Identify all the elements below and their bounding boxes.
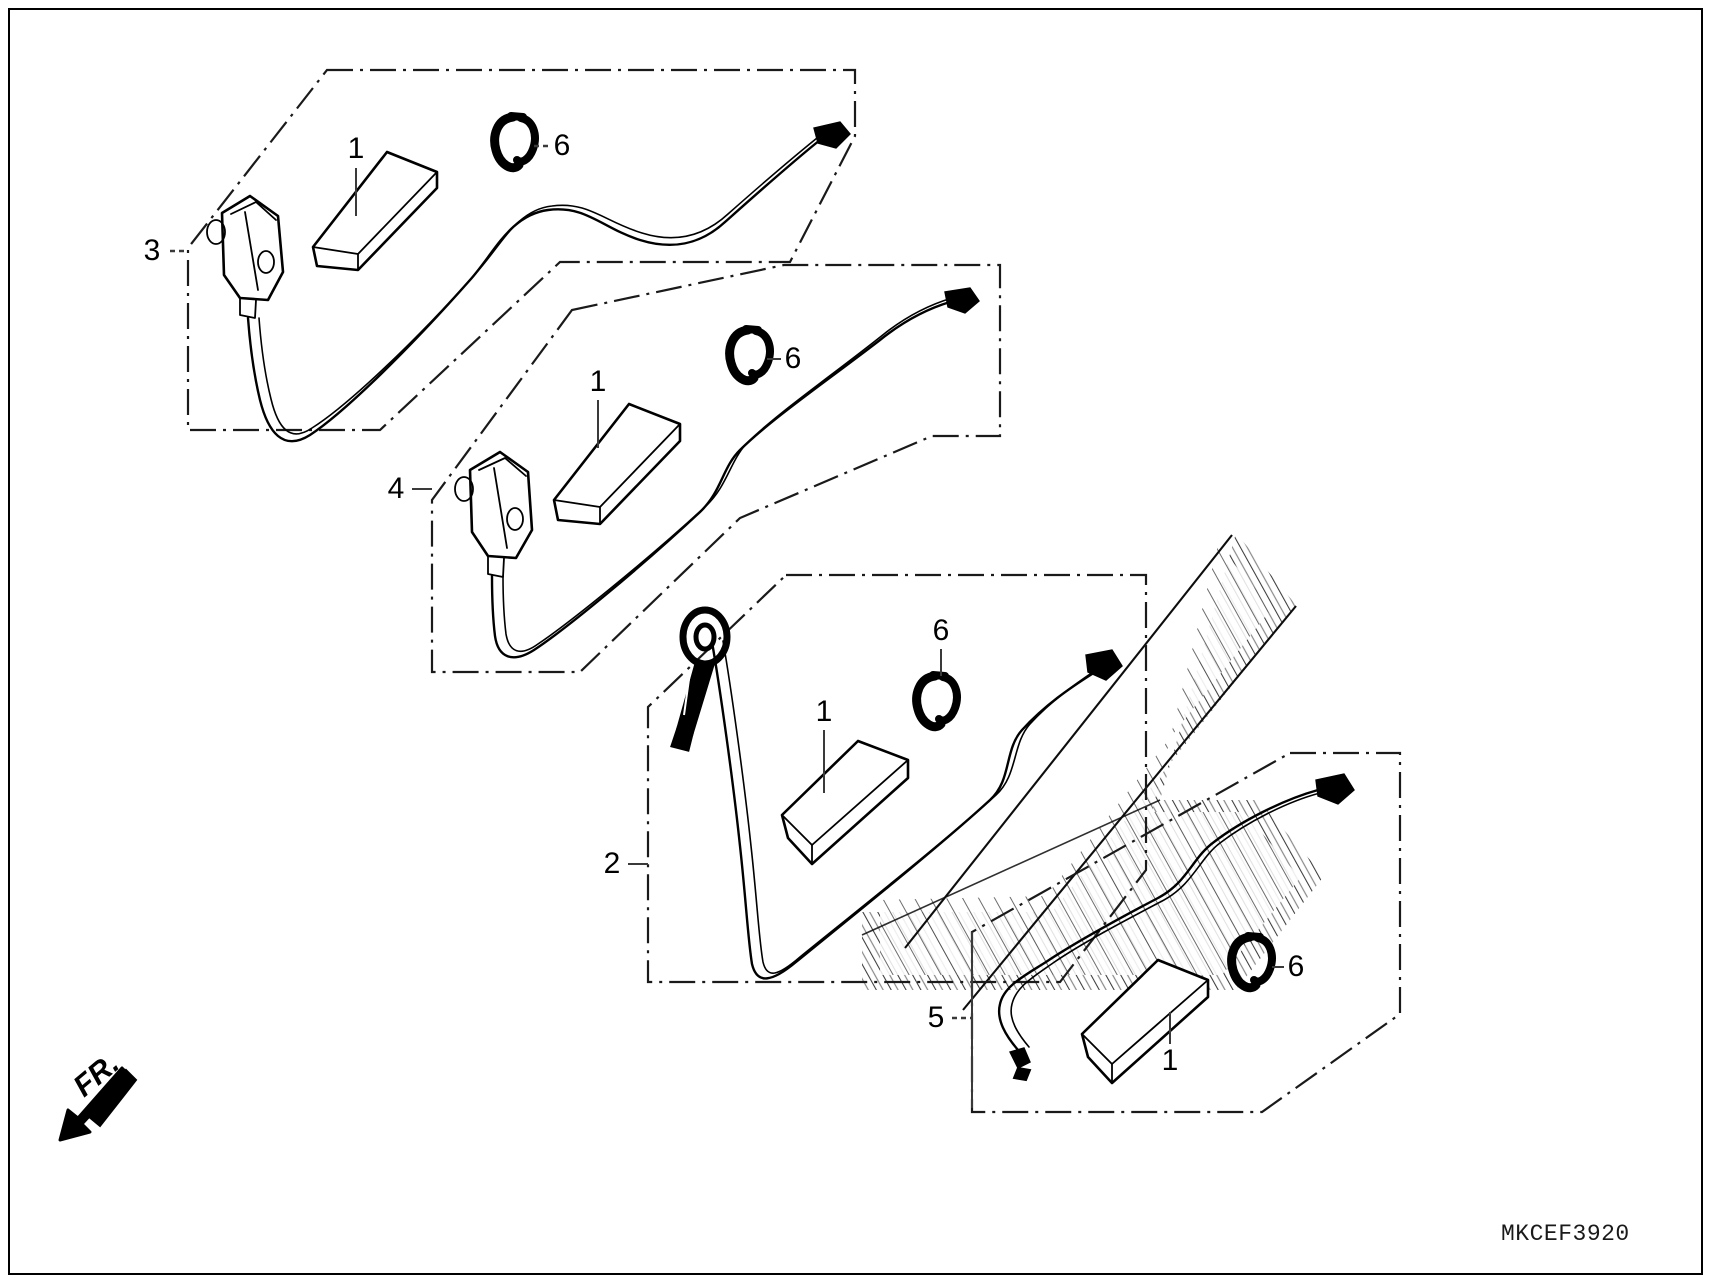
callout-label-1a: 1 xyxy=(348,132,365,165)
wire-clip-6-b xyxy=(725,325,774,386)
assembly-group-5[interactable]: 5 1 6 xyxy=(928,751,1402,1114)
harness-cable-2 xyxy=(710,640,1123,980)
callout-1-a: 1 xyxy=(348,132,365,216)
pad-part-1-a xyxy=(311,150,439,272)
callout-label-6b: 6 xyxy=(785,342,802,375)
callout-label-6a: 6 xyxy=(554,129,571,162)
assembly-3-boundary xyxy=(186,68,857,432)
assembly-2-boundary xyxy=(646,573,1148,984)
harness-cable-5 xyxy=(997,773,1355,1082)
callout-1-b: 1 xyxy=(590,365,607,448)
part-code-label: MKCEF3920 xyxy=(1501,1221,1630,1247)
wire-clip-6-a xyxy=(490,112,539,173)
assembly-group-4[interactable]: 4 1 6 xyxy=(388,263,1002,674)
callout-6-d: 6 xyxy=(1272,950,1304,983)
assembly-4-boundary xyxy=(430,263,1002,674)
callout-2: 2 xyxy=(604,847,648,880)
callout-label-2: 2 xyxy=(604,847,621,880)
callout-1-d: 1 xyxy=(1162,1012,1179,1077)
callout-5: 5 xyxy=(928,932,973,1108)
callout-6-b: 6 xyxy=(767,342,801,375)
callout-6-c: 6 xyxy=(933,614,950,676)
callout-label-6d: 6 xyxy=(1288,950,1305,983)
front-direction-marker: FR. xyxy=(58,1047,138,1142)
pad-part-1-c xyxy=(780,739,910,866)
callout-label-1c: 1 xyxy=(816,695,833,728)
callout-label-5: 5 xyxy=(928,1001,945,1034)
callout-label-3: 3 xyxy=(144,234,161,267)
assembly-group-3[interactable]: 3 1 6 xyxy=(144,68,857,443)
callout-label-1b: 1 xyxy=(590,365,607,398)
pad-part-1-d xyxy=(1080,958,1210,1085)
callout-label-6c: 6 xyxy=(933,614,950,647)
harness-cable-4 xyxy=(490,287,980,659)
diagram-frame xyxy=(8,8,1703,1275)
module-body-4 xyxy=(454,450,534,578)
callout-4: 4 xyxy=(388,472,432,505)
module-body-3 xyxy=(206,194,285,319)
wire-clip-6-c xyxy=(912,671,961,732)
assembly-group-2[interactable]: 2 1 6 xyxy=(604,573,1148,984)
callout-6-a: 6 xyxy=(534,129,570,162)
callout-1-c: 1 xyxy=(816,695,833,793)
wire-clip-6-d xyxy=(1227,932,1276,993)
hatched-panel xyxy=(861,533,1324,1011)
callout-3: 3 xyxy=(144,234,188,267)
harness-cable-3 xyxy=(246,121,851,443)
pad-part-1-b xyxy=(552,402,682,526)
callout-label-4: 4 xyxy=(388,472,405,505)
ring-terminal-2 xyxy=(670,606,731,752)
callout-label-1d: 1 xyxy=(1162,1044,1179,1077)
